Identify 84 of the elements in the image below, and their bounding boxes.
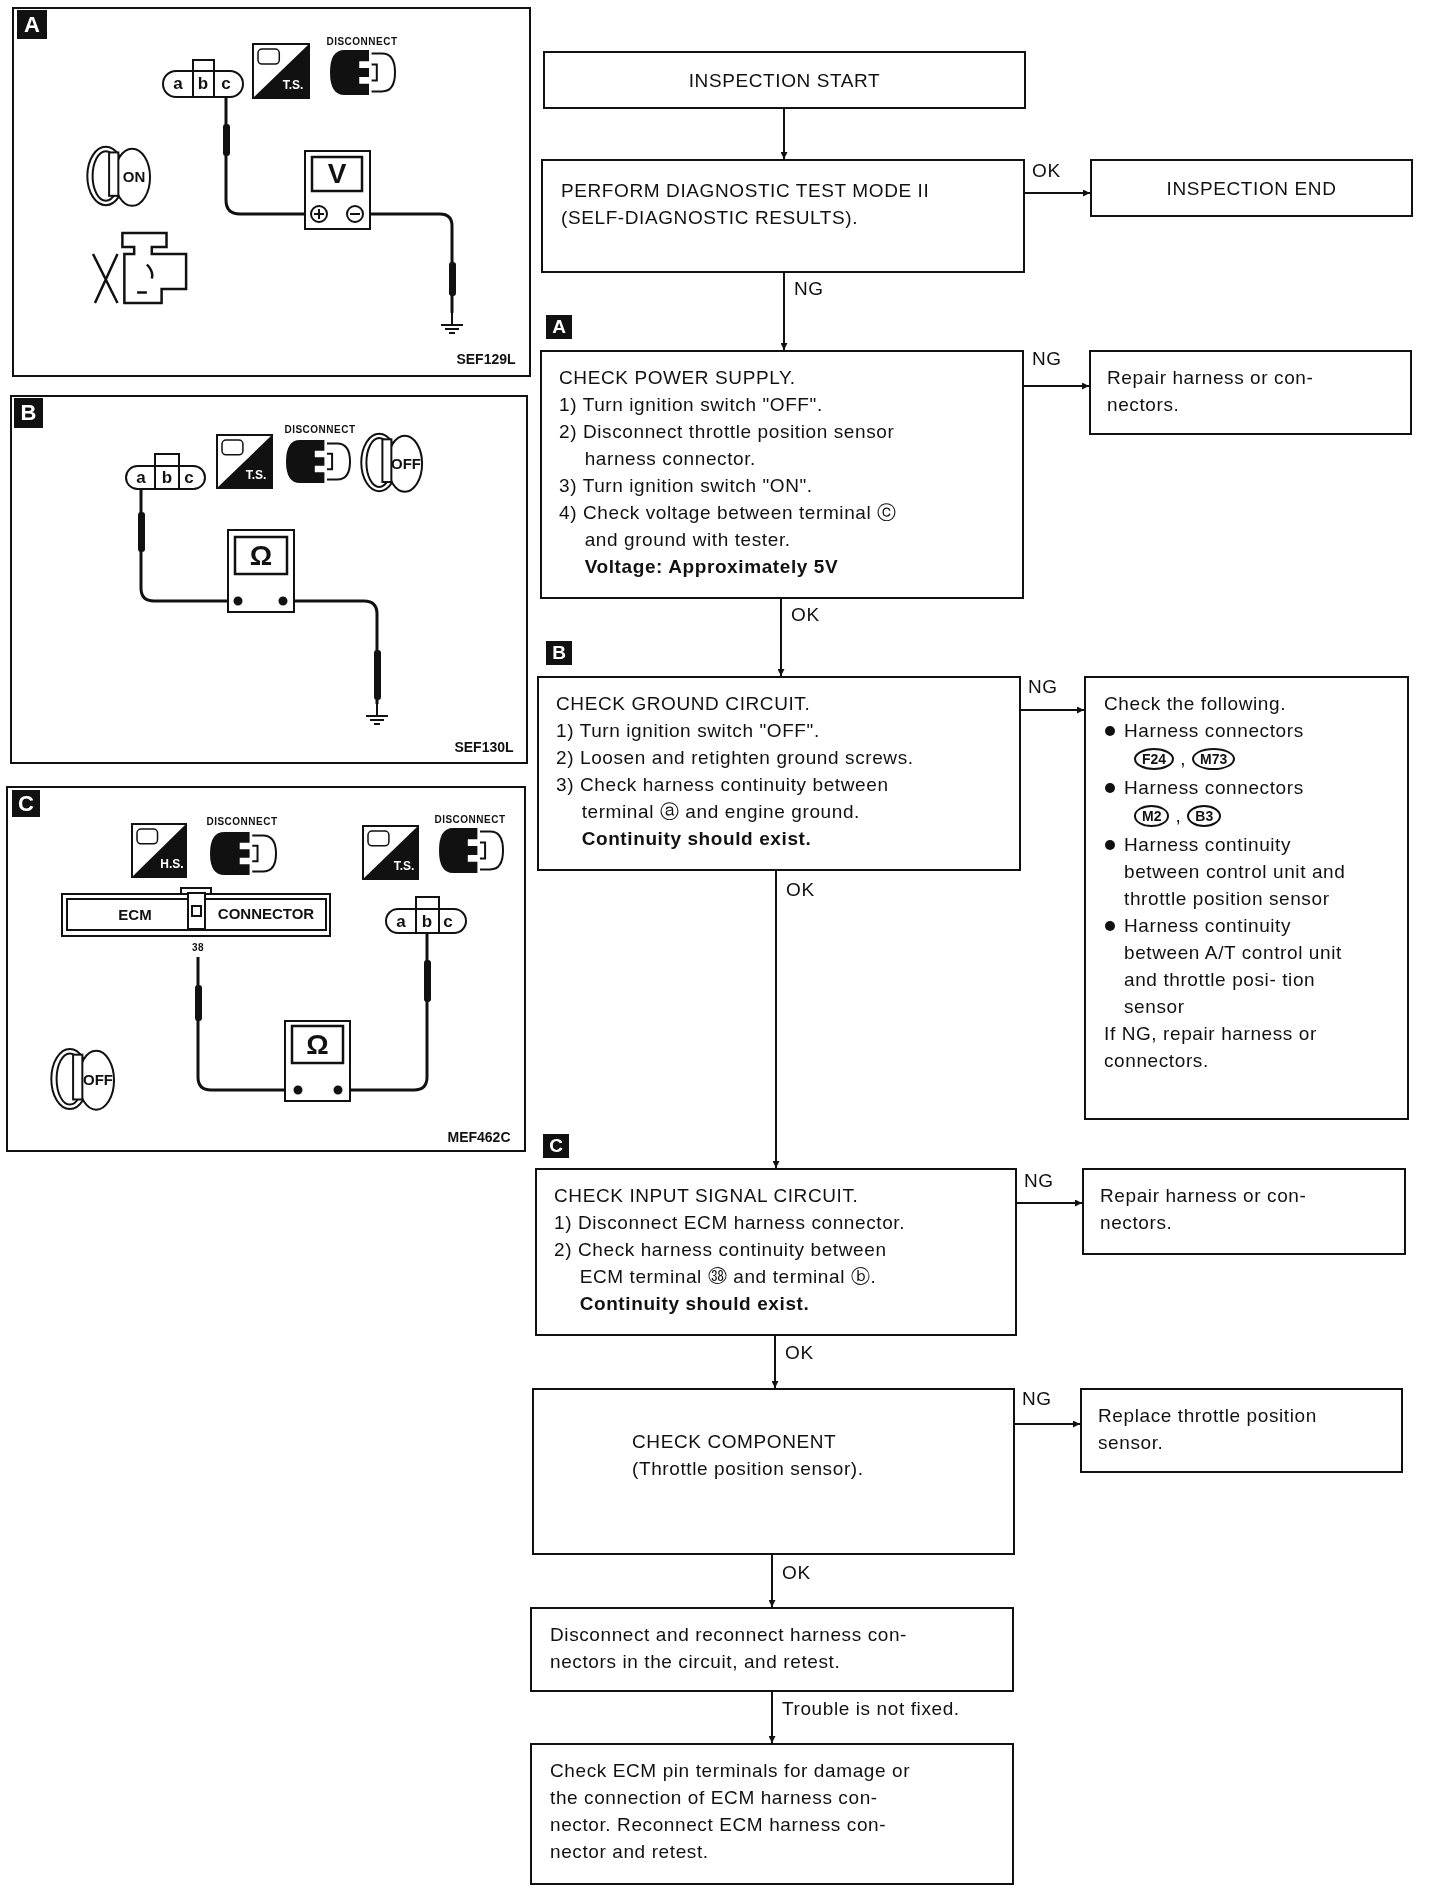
connector-label: ECM — [117, 904, 153, 925]
arrow — [1023, 382, 1090, 390]
step-text: 3) Turn ignition switch "ON". — [559, 474, 814, 498]
arrow — [1020, 706, 1085, 714]
step-text: 1) Disconnect ECM harness connector. — [554, 1211, 907, 1235]
arrow — [1016, 1199, 1083, 1207]
box-text: CHECK INPUT SIGNAL CIRCUIT. — [554, 1184, 860, 1208]
connector-code: M2 — [1134, 804, 1170, 827]
box-text: INSPECTION END — [1166, 176, 1337, 201]
switch-position-label: OFF — [82, 1069, 114, 1090]
bullet-item: Harness continuity between control unit and throttle position sensor — [1104, 831, 1360, 912]
terminal-letter: b — [420, 912, 434, 932]
step-text: 2) Loosen and retighten ground screws. — [556, 746, 915, 770]
terminal-number: 38 — [190, 940, 206, 955]
arrow — [771, 1335, 779, 1389]
step-text: 2) Disconnect throttle position sensor harness connector. — [559, 420, 896, 471]
figure-code: SEF130L — [453, 738, 515, 756]
panel-letter: C — [12, 790, 40, 817]
requirement-text: Voltage: Approximately 5V — [583, 555, 840, 579]
connector-code: B3 — [1187, 804, 1222, 827]
arrow — [768, 1554, 776, 1608]
switch-position-label: ON — [121, 166, 147, 187]
box-text: If NG, repair harness or connectors. — [1104, 1022, 1318, 1073]
terminal-letter: a — [395, 912, 407, 932]
arrow — [772, 870, 780, 1169]
panel-letter: B — [14, 398, 43, 428]
meter-symbol: V — [326, 157, 348, 191]
sensor-label: T.S. — [244, 467, 268, 484]
box-text: INSPECTION START — [688, 68, 881, 93]
terminal-letter: a — [135, 468, 147, 488]
step-text: 1) Turn ignition switch "OFF". — [559, 393, 824, 417]
arrow — [1024, 189, 1091, 197]
sensor-label: T.S. — [281, 77, 305, 94]
bullet-item: Harness connectors — [1104, 717, 1360, 744]
connector-label: CONNECTOR — [216, 903, 316, 924]
switch-position-label: OFF — [390, 453, 422, 474]
step-text: 4) Check voltage between terminal ⓒ and ground with tester. — [559, 501, 898, 552]
figure-code: MEF462C — [446, 1128, 512, 1146]
requirement-text: Continuity should exist. — [580, 827, 813, 851]
terminal-letter: b — [160, 468, 174, 488]
separator-text: , — [1175, 804, 1182, 828]
sensor-label: H.S. — [159, 856, 185, 873]
step-badge: B — [546, 641, 572, 665]
panel-letter: A — [17, 10, 47, 39]
bullet-item: Harness continuity between A/T control unit and throttle posi- tion sensor — [1104, 912, 1360, 1020]
box-text: CHECK GROUND CIRCUIT. — [556, 692, 812, 716]
step-text: 1) Turn ignition switch "OFF". — [556, 719, 821, 743]
box-text: Repair harness or con- nectors. — [1100, 1184, 1308, 1235]
box-text: Replace throttle position sensor. — [1098, 1404, 1318, 1455]
arrow — [777, 598, 785, 677]
arrow — [1014, 1420, 1081, 1428]
instruction-label: DISCONNECT — [433, 812, 507, 826]
arrow — [780, 272, 788, 351]
terminal-letter: c — [183, 468, 195, 488]
instruction-label: DISCONNECT — [283, 422, 357, 436]
box-text: PERFORM DIAGNOSTIC TEST MODE II (SELF-DIAGNOSTIC RESULTS). — [561, 179, 931, 230]
meter-symbol: Ω — [305, 1027, 330, 1062]
box-text: CHECK COMPONENT — [632, 1430, 838, 1454]
connector-code: M73 — [1192, 747, 1236, 770]
step-badge: A — [546, 315, 572, 339]
box-text: (Throttle position sensor). — [632, 1457, 865, 1481]
instruction-label: DISCONNECT — [205, 814, 279, 828]
separator-text: , — [1180, 747, 1186, 771]
connector-code: F24 — [1134, 747, 1175, 770]
sensor-label: T.S. — [392, 858, 416, 875]
meter-symbol: Ω — [248, 538, 274, 573]
arrow — [780, 108, 788, 160]
box-text: Disconnect and reconnect harness con- nectors in the circuit, and retest. — [550, 1623, 908, 1674]
figure-code: SEF129L — [455, 350, 517, 368]
instruction-label: DISCONNECT — [325, 34, 399, 48]
bullet-item: Harness connectors — [1104, 774, 1360, 801]
step-text: 2) Check harness continuity between ECM terminal ㊳ and terminal ⓑ. — [554, 1238, 888, 1289]
arrow — [768, 1691, 776, 1744]
box-text: CHECK POWER SUPPLY. — [559, 366, 797, 390]
step-text: 3) Check harness continuity between terminal ⓐ and engine ground. — [556, 773, 890, 824]
terminal-letter: a — [172, 73, 184, 95]
requirement-text: Continuity should exist. — [578, 1292, 811, 1316]
terminal-letter: c — [442, 912, 454, 932]
step-badge: C — [543, 1134, 569, 1158]
box-text: Check the following. — [1104, 692, 1288, 716]
box-text: Repair harness or con- nectors. — [1107, 366, 1315, 417]
box-text: Check ECM pin terminals for damage or the connection of ECM harness con- nector. Reconnect ECM harness con- nector and retest. — [550, 1759, 912, 1864]
terminal-letter: c — [220, 73, 232, 95]
terminal-letter: b — [196, 73, 210, 95]
